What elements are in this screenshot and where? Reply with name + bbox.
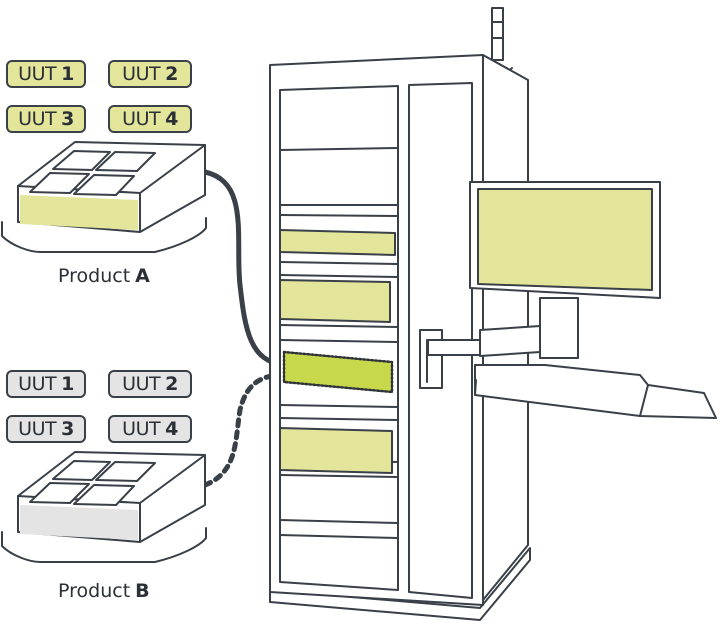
uut-a-2-prefix: UUT: [122, 63, 161, 85]
uut-a-1-prefix: UUT: [18, 63, 57, 85]
uut-b-2-prefix: UUT: [122, 373, 161, 395]
uut-a-3-num: 3: [61, 108, 74, 130]
interface-connector: [282, 350, 394, 394]
uut-b-4-prefix: UUT: [122, 418, 161, 440]
keyboard-shelf: [474, 364, 717, 419]
uut-a-2-num: 2: [165, 63, 178, 85]
uut-b-3-prefix: UUT: [18, 418, 57, 440]
uut-a-3-prefix: UUT: [18, 108, 57, 130]
uut-a-4-prefix: UUT: [122, 108, 161, 130]
product-a-label-text: Product: [58, 265, 131, 287]
uut-a-4-num: 4: [165, 108, 178, 130]
product-b-letter: B: [135, 580, 150, 602]
uut-b-1-prefix: UUT: [18, 373, 57, 395]
fixture-product-b: [1, 451, 207, 563]
uut-b-4-num: 4: [165, 418, 178, 440]
product-a-letter: A: [135, 265, 150, 287]
uut-b-2-num: 2: [165, 373, 178, 395]
monitor: [469, 181, 661, 299]
monitor-arm: [427, 297, 579, 359]
fixture-product-a: [1, 141, 207, 253]
uut-b-1-num: 1: [61, 373, 74, 395]
cable-product-b: [202, 372, 286, 488]
cable-product-a: [202, 169, 288, 368]
uut-b-3-num: 3: [61, 418, 74, 440]
uut-a-1-num: 1: [61, 63, 74, 85]
test-rack: [269, 7, 531, 621]
product-b-label-text: Product: [58, 580, 131, 602]
